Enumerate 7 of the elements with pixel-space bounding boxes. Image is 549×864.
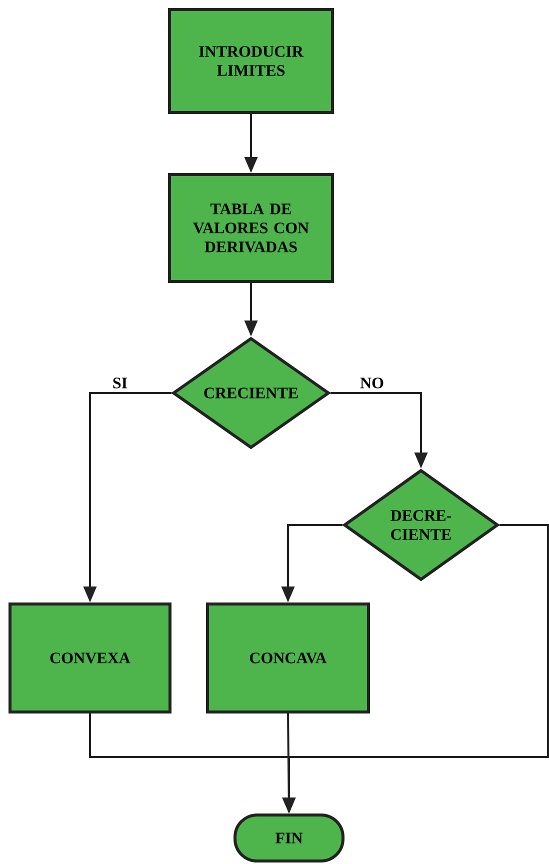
edge-label: NO [359, 376, 385, 390]
process-box: TABLA DE VALORES CON DERIVADAS [168, 173, 334, 283]
process-box: INTRODUCIR LIMITES [168, 8, 334, 114]
process-box: CONCAVA [206, 602, 370, 714]
edge-label: SI [111, 376, 129, 390]
terminal-box: FIN [234, 814, 344, 862]
process-box: CONVEXA [8, 602, 172, 714]
